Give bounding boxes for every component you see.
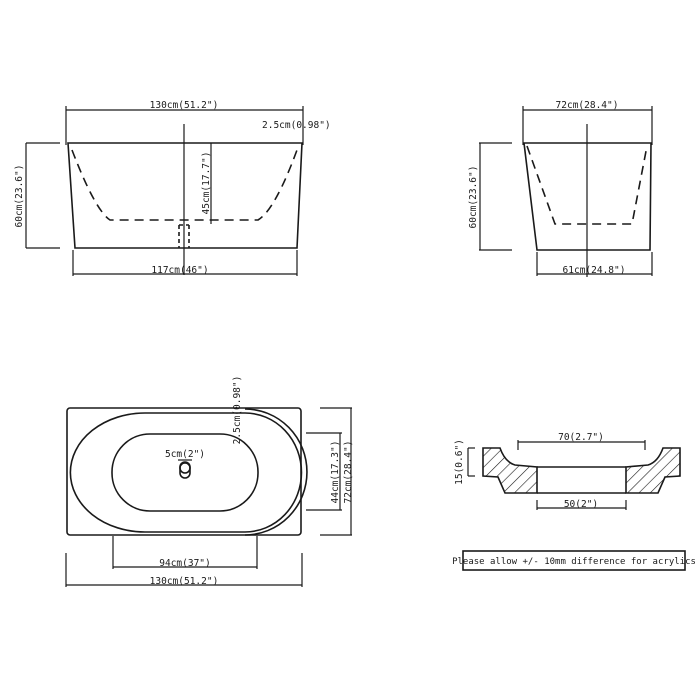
tolerance-note: Please allow +/- 10mm difference for acr… — [452, 557, 696, 567]
drain-height-label: 15(0.6") — [454, 439, 465, 485]
side-overall-width-label: 72cm(28.4") — [556, 100, 619, 111]
drain-top-diameter-label: 70(2.7") — [558, 432, 604, 443]
top-overall-length-label: 130cm(51.2") — [150, 576, 219, 587]
top-overall-width-label: 72cm(28.4") — [343, 441, 354, 504]
front-base-length-label: 117cm(46") — [151, 265, 208, 276]
tolerance-note-box: Please allow +/- 10mm difference for acr… — [452, 550, 696, 571]
front-overall-length-label: 130cm(51.2") — [150, 100, 219, 111]
top-view: 5cm(2") 2.5cm(0.98") 44cm(17.3") 72cm(28… — [65, 376, 354, 587]
top-inner-length-label: 94cm(37") — [159, 558, 210, 569]
top-rim-thickness-label: 2.5cm(0.98") — [232, 376, 243, 445]
side-height-label: 60cm(23.6") — [468, 166, 479, 229]
drain-section: 70(2.7") 15(0.6") 50(2") — [454, 432, 681, 510]
drain-bottom-diameter-label: 50(2") — [564, 499, 598, 510]
front-height-label: 60cm(23.6") — [14, 165, 25, 228]
side-base-width-label: 61cm(24.8") — [563, 265, 626, 276]
top-inner-width-label: 44cm(17.3") — [330, 441, 341, 504]
top-drain-diameter-label: 5cm(2") — [165, 449, 205, 460]
front-rim-thickness-label: 2.5cm(0.98") — [262, 120, 331, 131]
front-inner-depth-label: 45cm(17.7") — [201, 152, 212, 215]
side-view: 72cm(28.4") 60cm(23.6") 61cm(24.8") — [468, 100, 653, 277]
front-view: 130cm(51.2") 2.5cm(0.98") 45cm(17.7") 60… — [14, 100, 331, 276]
